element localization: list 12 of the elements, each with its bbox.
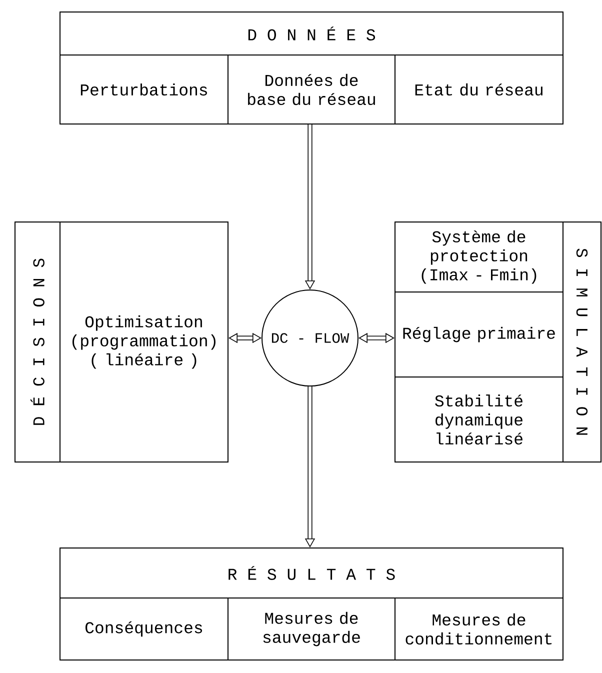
text-cell: Etat du réseau — [394, 54, 564, 124]
text-cell: Système de protection (Imax - Fmin) — [394, 222, 564, 292]
text-cell: Mesures de sauvegarde — [228, 598, 396, 660]
text-cell: Conséquences — [60, 598, 228, 660]
text-cell: Mesures de conditionnement — [394, 598, 564, 660]
double-arrow — [228, 332, 262, 344]
text-cell: Perturbations — [60, 54, 228, 124]
text-cell: Optimisation (programmation) ( linéaire ) — [60, 222, 228, 462]
double-arrow — [358, 332, 394, 344]
text-cell: Stabilité dynamique linéarisé — [394, 376, 564, 462]
text-cell: Données de base du réseau — [228, 54, 396, 124]
text-cell: Réglage primaire — [394, 292, 564, 378]
